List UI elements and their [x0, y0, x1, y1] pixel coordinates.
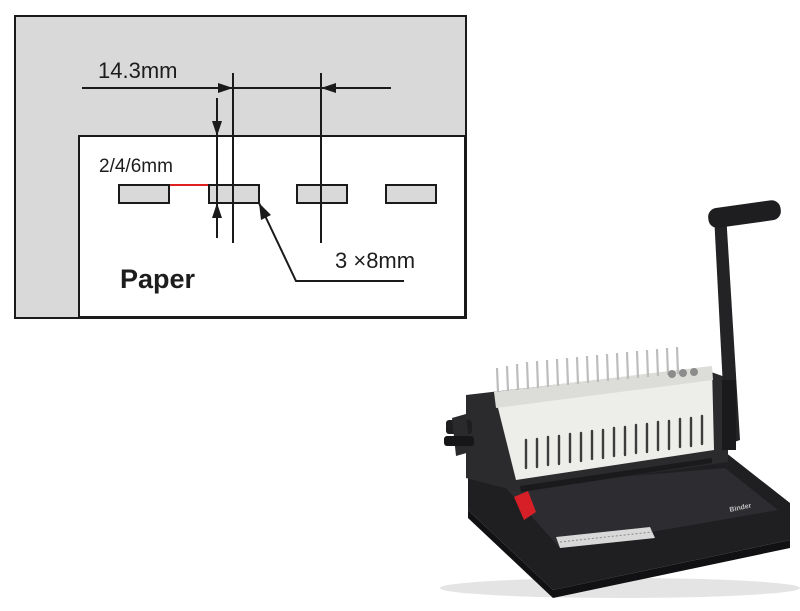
paper-label: Paper	[120, 264, 196, 294]
svg-text:Binder: Binder	[729, 502, 752, 514]
punch-hole	[385, 184, 437, 204]
arrowhead	[218, 83, 233, 93]
arrowhead	[212, 121, 222, 136]
comb-fingers	[495, 346, 680, 393]
adjust-knob	[668, 370, 676, 378]
margin-selector-red	[514, 491, 536, 520]
dimension-diagram: 14.3mm 2/4/6mm 3 ×8mm Paper	[14, 15, 467, 319]
arrowhead	[259, 203, 271, 220]
margin-depth-label: 2/4/6mm	[99, 156, 173, 177]
adjust-knob	[690, 368, 698, 376]
punch-lever	[708, 200, 781, 450]
punch-hole	[118, 184, 170, 204]
punch-slots	[524, 414, 704, 470]
side-knob	[444, 414, 474, 456]
hole-size-label: 3 ×8mm	[335, 248, 415, 273]
arrowhead	[212, 203, 222, 218]
binding-machine-photo: Binder	[440, 200, 800, 598]
leader-line	[258, 202, 404, 282]
arrowhead	[321, 83, 336, 93]
adjust-knob	[679, 369, 687, 377]
hole-pitch-label: 14.3mm	[98, 58, 177, 83]
paper-sheet	[78, 135, 466, 318]
